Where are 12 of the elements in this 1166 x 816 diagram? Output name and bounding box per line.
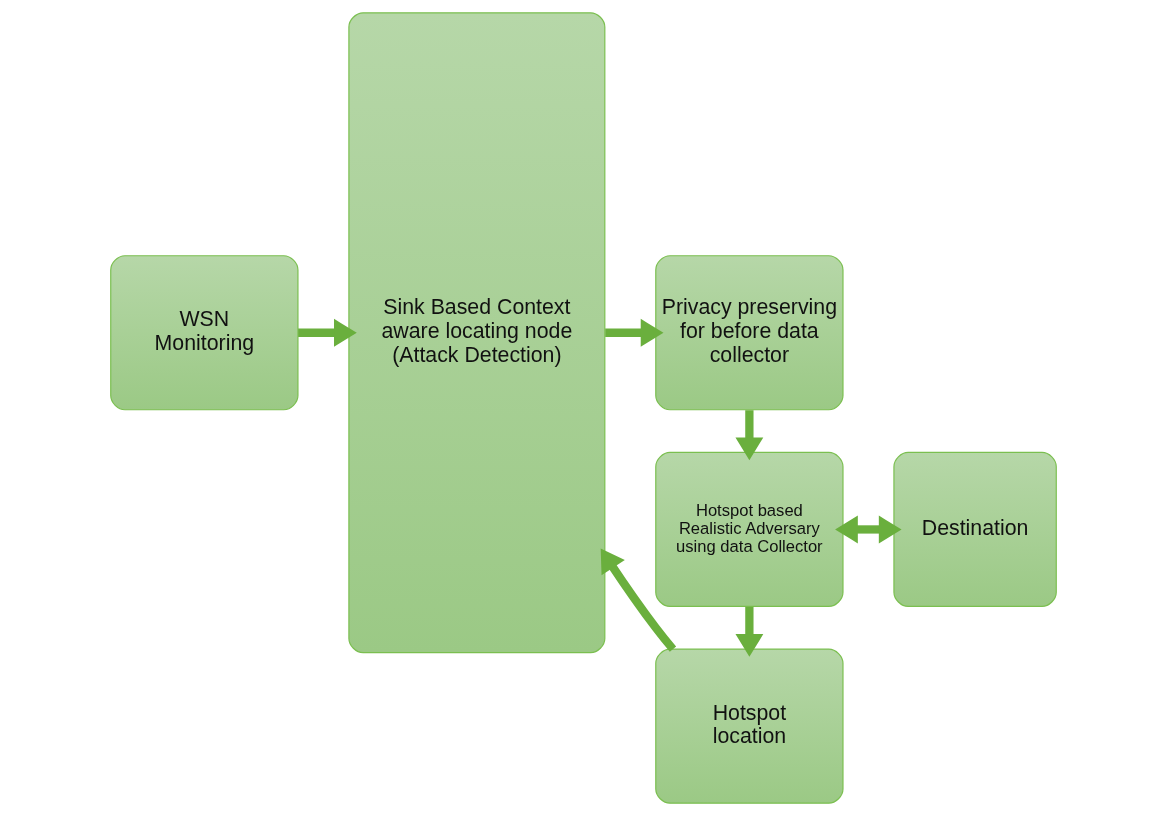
arrow (604, 318, 663, 347)
arrow (834, 515, 902, 544)
node-box: Hotspot based Realistic Adversary using data Collector (654, 451, 844, 608)
arrow (734, 606, 763, 657)
node-box: WSN Monitoring (109, 255, 299, 411)
node-box: Sink Based Context aware locating node (Attack Detection) (347, 12, 605, 654)
node-box: Hotspot location (654, 648, 844, 804)
node-box: Destination (892, 451, 1057, 608)
node-box: Privacy preserving for before data collector (654, 255, 844, 411)
arrow (297, 318, 357, 347)
arrow (734, 410, 763, 461)
arrow (600, 548, 676, 652)
